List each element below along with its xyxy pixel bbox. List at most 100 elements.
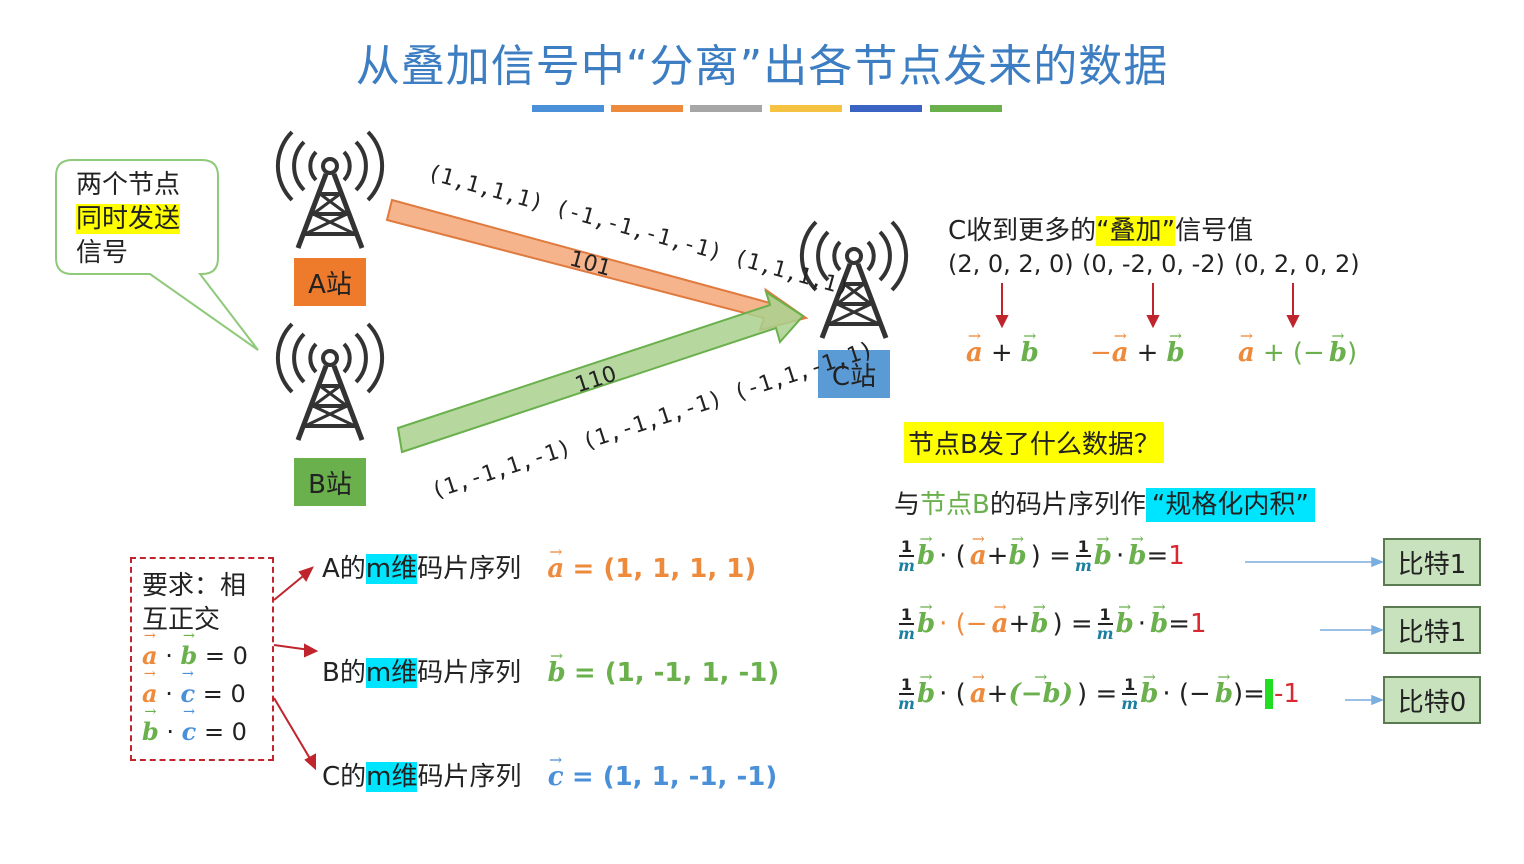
vec-a: a→ xyxy=(969,668,987,709)
vec-a: a→ xyxy=(966,327,983,368)
received-value-2: (0, -2, 0, -2) xyxy=(1082,250,1225,278)
inner-highlight: “规格化内积” xyxy=(1145,488,1315,522)
vector-arrow-icon: → xyxy=(181,666,194,683)
seq-dim: m维 xyxy=(365,554,418,584)
vec-a: a→ xyxy=(142,666,158,708)
vec-b: b→ xyxy=(1020,327,1039,368)
vector-arrow-icon: → xyxy=(1023,327,1037,346)
formula-plus: + xyxy=(1008,609,1031,639)
inner-product-heading: 与节点B的码片序列作“规格化内积” xyxy=(894,484,1315,522)
vec-b: b→ xyxy=(1166,327,1185,368)
vector-arrow-icon: → xyxy=(182,704,196,721)
formula-lhs: · (− xyxy=(939,609,988,639)
color-strip-3 xyxy=(690,105,762,112)
callout-line3: 信号 xyxy=(76,238,129,268)
seq-rest: 码片序列 xyxy=(417,554,522,584)
vec-a: a→ xyxy=(1238,327,1255,368)
formula-plus: + xyxy=(986,541,1009,571)
sequence-c: C的m维码片序列 c→ = (1, 1, -1, -1) xyxy=(322,751,777,793)
received-value-1: (2, 0, 2, 0) xyxy=(948,250,1074,278)
station-c-label: C站 xyxy=(818,350,890,398)
requirement-line2: 互正交 xyxy=(142,605,221,635)
vec-b: b→ xyxy=(547,647,566,688)
received-expr-1: a→ + b→ xyxy=(966,327,1039,368)
orthogonal-eq-1: a→ · b→ = 0 xyxy=(142,628,262,675)
received-value-3: (0, 2, 0, 2) xyxy=(1234,250,1360,278)
vector-arrow-icon: → xyxy=(1142,668,1156,687)
received-expr-3: a→ + (− b→ ) xyxy=(1238,327,1358,368)
seq-dim: m维 xyxy=(365,658,418,688)
vec-b: b→ xyxy=(916,530,936,571)
vector-arrow-icon: → xyxy=(144,704,157,721)
vec-b: b→ xyxy=(142,704,159,746)
callout-text: 两个节点 同时发送 信号 xyxy=(76,168,181,270)
formula-lhs: · ( xyxy=(939,541,966,571)
vec-a: a→ xyxy=(547,543,565,584)
question: 节点B发了什么数据？ xyxy=(904,422,1164,463)
color-strip-2 xyxy=(611,105,683,112)
vector-arrow-icon: → xyxy=(993,598,1007,617)
vector-arrow-icon: → xyxy=(1034,668,1048,687)
vector-arrow-icon: → xyxy=(549,751,563,770)
bit-box-2: 比特1 xyxy=(1383,606,1481,654)
vector-arrow-icon: → xyxy=(1113,327,1127,346)
expr-minus: − xyxy=(1090,338,1112,368)
formula-plus: + xyxy=(986,679,1009,709)
received-prefix: C收到更多的 xyxy=(948,216,1097,246)
station-b-label: B站 xyxy=(294,458,366,506)
bit-box-1: 比特1 xyxy=(1383,538,1481,586)
expr-close: ) xyxy=(1347,338,1358,368)
vector-arrow-icon: → xyxy=(1032,598,1046,617)
frac-num: 1 xyxy=(898,605,915,625)
seq-node: A的 xyxy=(322,554,366,584)
vec-a: a→ xyxy=(969,530,987,571)
eq-rhs: = 0 xyxy=(204,642,248,670)
eq-rhs: = 0 xyxy=(202,680,246,708)
seq-rest: 码片序列 xyxy=(417,762,522,792)
formula-close: ) = xyxy=(1077,679,1118,709)
frac-num: 1 xyxy=(898,537,915,557)
received-suffix: 信号值 xyxy=(1175,216,1254,246)
vec-a: a→ xyxy=(142,628,158,670)
received-heading: C收到更多的“叠加”信号值 xyxy=(948,210,1253,247)
frac-num: 1 xyxy=(1097,605,1113,625)
station-a-label: A站 xyxy=(294,258,366,306)
vec-b: b→ xyxy=(916,668,936,709)
seq-value: = (1, 1, 1, 1) xyxy=(572,554,757,584)
formula-lhs: · ( xyxy=(939,679,966,709)
vector-arrow-icon: → xyxy=(1118,598,1132,617)
vec-b: b→ xyxy=(1140,668,1159,709)
vector-arrow-icon: → xyxy=(1331,327,1345,346)
vec-c: c→ xyxy=(180,666,196,708)
seq-node: C的 xyxy=(322,762,367,792)
vector-arrow-icon: → xyxy=(1239,327,1253,346)
seq-dim: m维 xyxy=(366,762,418,792)
formula-eq: = xyxy=(1146,541,1169,571)
formula-eq: = xyxy=(1168,609,1191,639)
vec-b: b→ xyxy=(1128,530,1147,571)
vec-c: c→ xyxy=(547,751,564,792)
frac-den: m xyxy=(898,694,915,713)
expr-op: + xyxy=(990,338,1013,368)
sequence-a: A的m维码片序列 a→ = (1, 1, 1, 1) xyxy=(322,543,757,585)
seq-rest: 码片序列 xyxy=(417,658,522,688)
callout-line2: 同时发送 xyxy=(76,204,181,234)
vector-arrow-icon: → xyxy=(919,668,933,687)
vec-b: b→ xyxy=(1093,530,1112,571)
vec-b: b→ xyxy=(180,628,198,670)
formula-result: 1 xyxy=(1168,541,1185,571)
seq-value: = (1, -1, 1, -1) xyxy=(573,658,780,688)
received-highlight: “叠加” xyxy=(1096,216,1176,246)
color-strip-1 xyxy=(532,105,604,112)
vector-arrow-icon: → xyxy=(971,668,985,687)
tower-a-icon xyxy=(278,132,382,248)
vec-b: b→ xyxy=(1030,598,1049,639)
arrow-b-to-c xyxy=(396,289,805,454)
callout-line1: 两个节点 xyxy=(76,170,181,200)
vector-arrow-icon: → xyxy=(1169,327,1183,346)
